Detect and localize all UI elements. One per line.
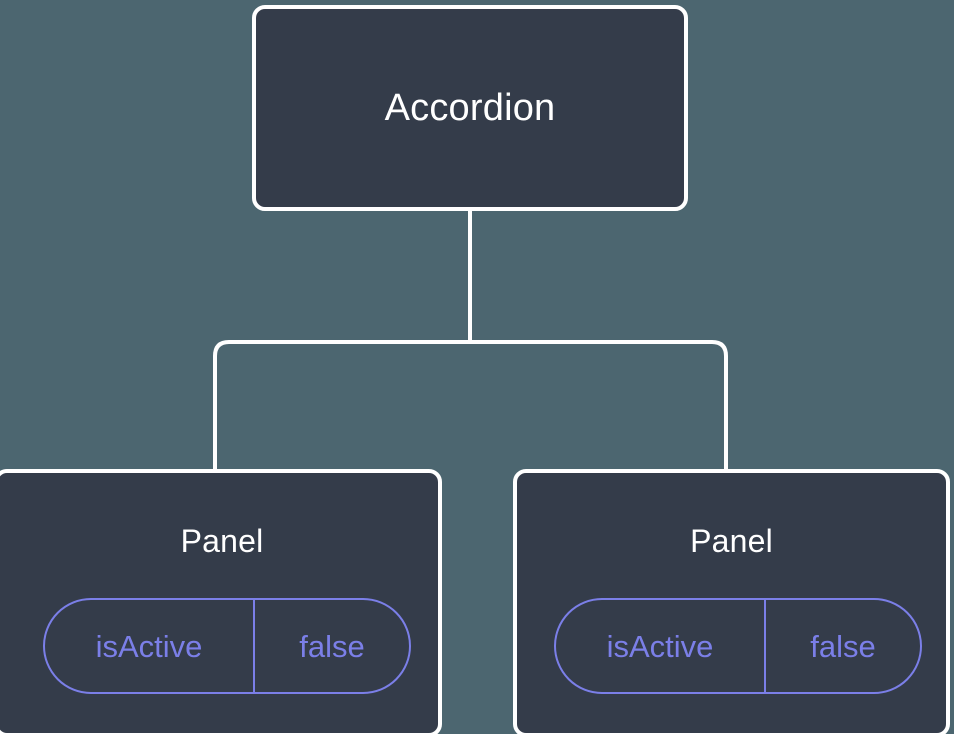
node-panel-2[interactable]: Panel isActive false (513, 469, 950, 734)
edge-branch-right (470, 340, 728, 471)
prop-value: false (299, 628, 365, 664)
node-panel-1-prop-isactive[interactable]: isActive false (43, 598, 411, 694)
node-panel-1-label: Panel (180, 523, 264, 559)
node-accordion-label: Accordion (384, 87, 556, 129)
node-panel-1[interactable]: Panel isActive false (0, 469, 442, 734)
node-panel-2-prop-isactive[interactable]: isActive false (554, 598, 922, 694)
prop-key: isActive (45, 600, 255, 692)
node-panel-2-label: Panel (690, 523, 773, 559)
node-accordion[interactable]: Accordion (252, 5, 688, 211)
prop-key: isActive (556, 600, 766, 692)
prop-value: false (810, 628, 876, 664)
edge-branch-left (213, 340, 470, 471)
